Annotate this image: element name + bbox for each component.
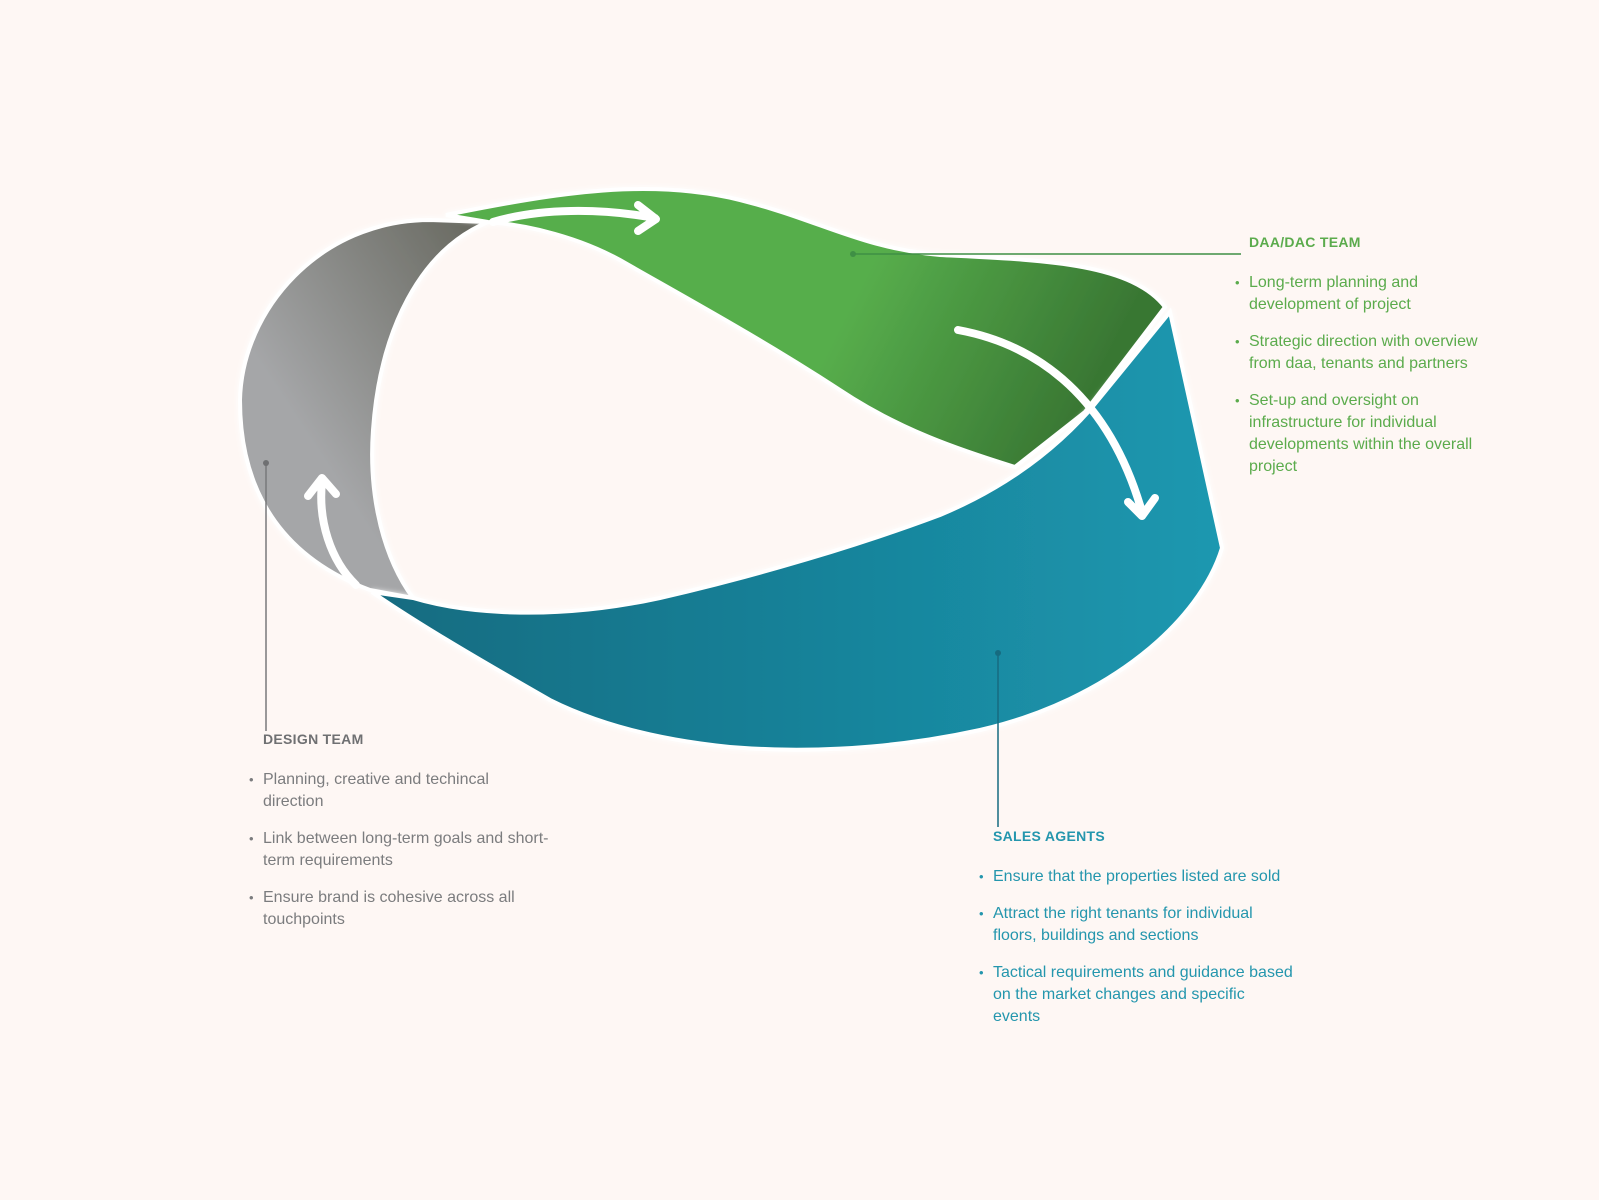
arrow-up-icon bbox=[304, 474, 360, 589]
list-item: Link between long-term goals and short-t… bbox=[249, 828, 553, 872]
list-item: Long-term planning and development of pr… bbox=[1235, 272, 1489, 316]
list-item: Strategic direction with overview from d… bbox=[1235, 331, 1489, 375]
sales-band bbox=[370, 307, 1225, 752]
sales-list: Ensure that the properties listed are so… bbox=[979, 866, 1293, 1028]
sales-panel: SALES AGENTS Ensure that the properties … bbox=[979, 828, 1293, 1043]
daa-list: Long-term planning and development of pr… bbox=[1235, 272, 1489, 478]
design-band bbox=[237, 217, 489, 601]
daa-band bbox=[445, 187, 1168, 470]
design-title: DESIGN TEAM bbox=[263, 731, 364, 747]
sales-title: SALES AGENTS bbox=[993, 828, 1105, 844]
list-item: Ensure that the properties listed are so… bbox=[979, 866, 1293, 888]
leader-lines bbox=[263, 251, 1241, 827]
design-panel: DESIGN TEAM Planning, creative and techi… bbox=[249, 731, 553, 946]
daa-title: DAA/DAC TEAM bbox=[1249, 234, 1361, 250]
list-item: Planning, creative and techincal directi… bbox=[249, 769, 553, 813]
arrow-right-icon bbox=[489, 201, 660, 235]
list-item: Ensure brand is cohesive across all touc… bbox=[249, 887, 553, 931]
list-item: Attract the right tenants for individual… bbox=[979, 903, 1293, 947]
design-list: Planning, creative and techincal directi… bbox=[249, 769, 553, 931]
arrow-down-icon bbox=[954, 326, 1159, 520]
list-item: Set-up and oversight on infrastructure f… bbox=[1235, 390, 1489, 478]
daa-panel: DAA/DAC TEAM Long-term planning and deve… bbox=[1235, 234, 1489, 493]
list-item: Tactical requirements and guidance based… bbox=[979, 962, 1293, 1028]
